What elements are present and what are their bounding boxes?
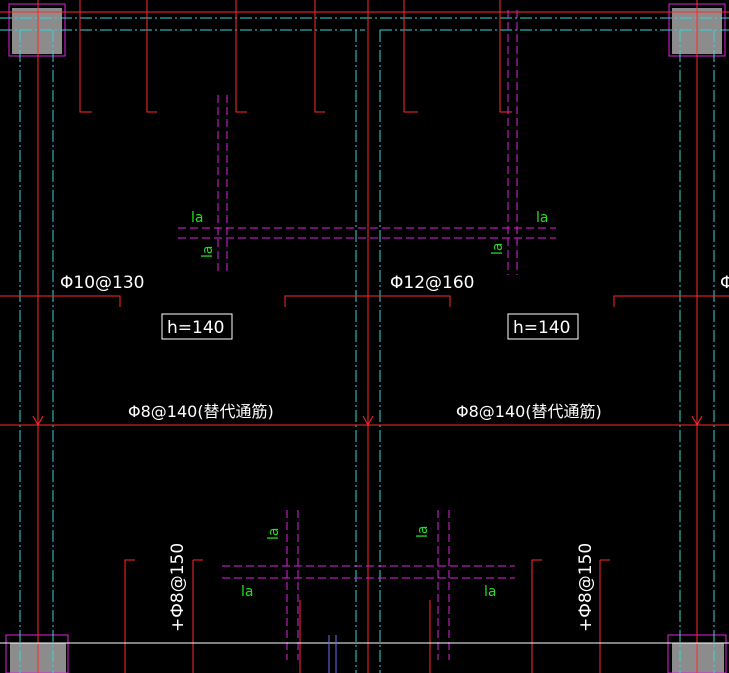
column-bottom-left xyxy=(5,634,69,673)
bottom-edge xyxy=(0,635,729,673)
anchor-label: la xyxy=(415,526,431,538)
anchor-label: la xyxy=(536,210,548,226)
vertical-rebar-label-left: +Ф8@150 xyxy=(168,543,188,632)
arrow-marks xyxy=(32,415,703,427)
vertical-rebar-label-right: +Ф8@150 xyxy=(576,543,596,632)
thickness-label-left: h=140 xyxy=(167,318,224,338)
rebar-label-top-left: Φ10@130 xyxy=(60,273,144,293)
thickness-label-right: h=140 xyxy=(513,318,570,338)
beam-outlines xyxy=(0,17,729,673)
thickness-box-right xyxy=(507,313,579,340)
anchor-bars xyxy=(178,10,556,660)
anchor-labels: la la la la la la la la xyxy=(191,210,548,600)
distribution-label-right: Φ8@140(替代通筋) xyxy=(456,402,602,421)
anchor-label: la xyxy=(490,243,506,255)
thickness-box-left xyxy=(161,313,233,340)
anchor-label: la xyxy=(241,584,253,600)
anchor-label: la xyxy=(200,246,216,258)
anchor-label: la xyxy=(266,528,282,540)
distribution-label-left: Φ8@140(替代通筋) xyxy=(128,402,274,421)
anchor-label: la xyxy=(484,584,496,600)
rebar-label-top-right: Φ xyxy=(720,273,729,293)
anchor-label: la xyxy=(191,210,203,226)
rebar-label-top-mid: Φ12@160 xyxy=(390,273,474,293)
